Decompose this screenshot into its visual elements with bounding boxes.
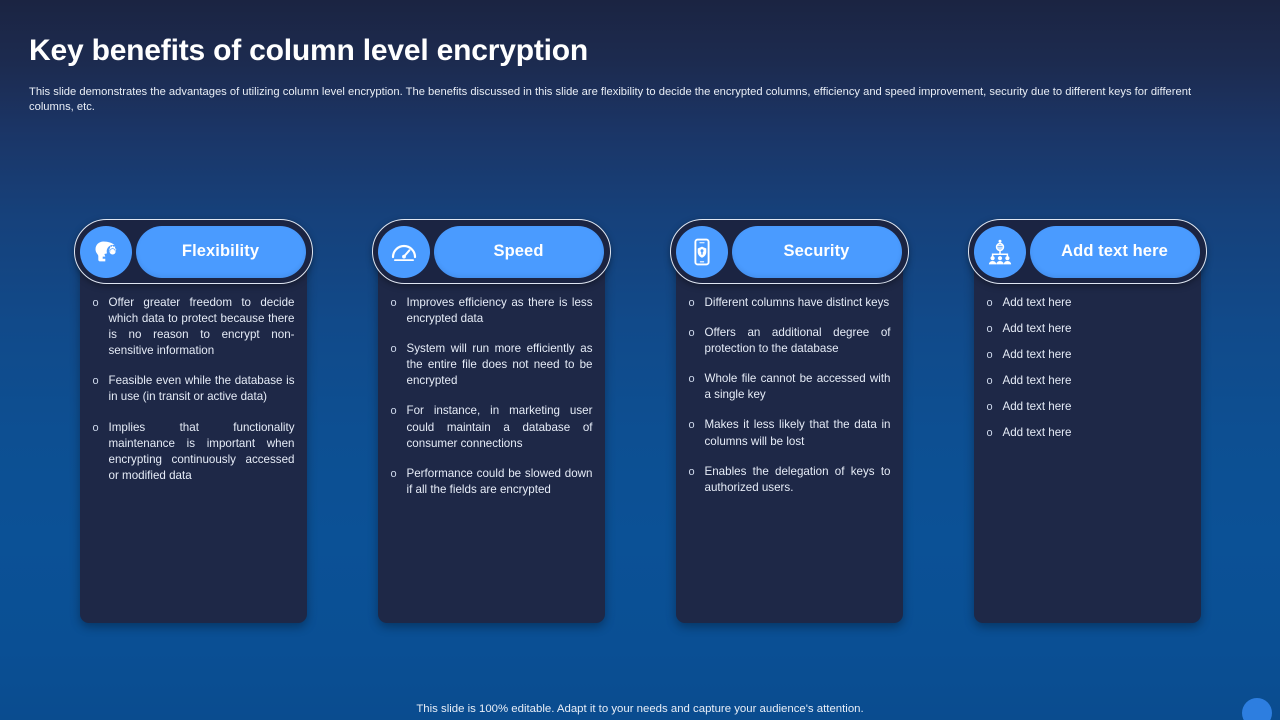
list-item-text: Add text here	[1002, 374, 1072, 388]
card-header-speed[interactable]: Speed	[371, 219, 611, 284]
list-item-text: For instance, in marketing user could ma…	[406, 404, 593, 450]
list-item-text: Add text here	[1002, 296, 1072, 309]
bullet-marker-icon: o	[986, 375, 993, 388]
page-subtitle: This slide demonstrates the advantages o…	[29, 86, 1192, 113]
benefit-card-security[interactable]: Security o Different columns have distinc…	[669, 219, 909, 623]
list-item-text: Offers an additional degree of protectio…	[704, 326, 891, 356]
bullet-marker-icon: o	[688, 327, 695, 340]
bullet-marker-icon: o	[92, 421, 99, 434]
card-body-flexibility: o Offer greater freedom to decide which d…	[79, 253, 307, 623]
list-item-text: Offer greater freedom to decide which da…	[108, 296, 295, 358]
list-item-text: Add text here	[1002, 400, 1072, 414]
bullet-marker-icon: o	[390, 467, 397, 480]
list-item: o Add text here	[984, 373, 1189, 389]
bullet-marker-icon: o	[92, 297, 99, 309]
bullet-marker-icon: o	[92, 375, 99, 388]
list-item: o Feasible even while the database is in …	[90, 373, 295, 405]
card-label-speed: Speed	[433, 225, 604, 278]
mobile-shield-icon	[675, 225, 728, 278]
list-item-text: Makes it less likely that the data in co…	[704, 418, 891, 448]
footer-note: This slide is 100% editable. Adapt it to…	[416, 703, 864, 715]
bullet-list-flexibility: o Offer greater freedom to decide which d…	[90, 295, 295, 484]
list-item: o Offer greater freedom to decide which d…	[90, 295, 295, 359]
list-item: o Performance could be slowed down if all…	[388, 466, 593, 498]
list-item: o Add text here	[984, 295, 1189, 311]
list-item: o Whole file cannot be accessed with a si…	[686, 371, 891, 403]
bullet-marker-icon: o	[688, 419, 695, 432]
speedometer-icon	[377, 225, 430, 278]
benefit-cards-row: Flexibility o Offer greater freedom to de…	[0, 219, 1280, 623]
list-item: o Add text here	[984, 399, 1189, 415]
bullet-marker-icon: o	[986, 297, 993, 309]
head-gear-icon	[79, 225, 132, 278]
bullet-marker-icon: o	[390, 405, 397, 418]
list-item: o System will run more efficiently as the…	[388, 341, 593, 389]
list-item-text: Enables the delegation of keys to author…	[704, 464, 891, 494]
list-item-text: Add text here	[1002, 348, 1072, 362]
bullet-marker-icon: o	[688, 373, 695, 386]
list-item: o Different columns have distinct keys	[686, 295, 891, 311]
list-item: o Add text here	[984, 425, 1189, 441]
list-item-text: Performance could be slowed down if all …	[406, 466, 593, 496]
card-header-flexibility[interactable]: Flexibility	[73, 219, 313, 284]
card-header-placeholder[interactable]: Add text here	[967, 219, 1207, 284]
team-hierarchy-icon	[973, 225, 1026, 278]
list-item: o For instance, in marketing user could m…	[388, 403, 593, 451]
card-label-security: Security	[731, 225, 902, 278]
list-item: o Add text here	[984, 347, 1189, 363]
bullet-list-speed: o Improves efficiency as there is less en…	[388, 295, 593, 498]
list-item-text: Improves efficiency as there is less enc…	[406, 296, 593, 326]
list-item-text: Different columns have distinct keys	[704, 296, 890, 309]
list-item-text: Whole file cannot be accessed with a sin…	[704, 372, 891, 402]
card-label-placeholder: Add text here	[1029, 225, 1200, 278]
bullet-marker-icon: o	[986, 401, 993, 414]
list-item-text: Add text here	[1002, 322, 1072, 336]
list-item-text: Feasible even while the database is in u…	[108, 374, 295, 404]
list-item: o Implies that functionality maintenance …	[90, 420, 295, 484]
list-item: o Offers an additional degree of protecti…	[686, 325, 891, 357]
list-item: o Add text here	[984, 321, 1189, 337]
list-item: o Enables the delegation of keys to autho…	[686, 464, 891, 496]
page-title: Key benefits of column level encryption	[29, 34, 588, 67]
list-item: o Makes it less likely that the data in c…	[686, 417, 891, 449]
card-header-security[interactable]: Security	[669, 219, 909, 284]
bullet-marker-icon: o	[688, 297, 695, 309]
benefit-card-flexibility[interactable]: Flexibility o Offer greater freedom to de…	[73, 219, 313, 623]
list-item-text: Implies that functionality maintenance i…	[108, 420, 295, 482]
benefit-card-speed[interactable]: Speed o Improves efficiency as there is l…	[371, 219, 611, 623]
bullet-marker-icon: o	[986, 427, 993, 440]
bullet-marker-icon: o	[986, 349, 993, 362]
corner-decoration-dot	[1242, 698, 1272, 720]
bullet-marker-icon: o	[390, 297, 397, 309]
bullet-marker-icon: o	[688, 465, 695, 478]
list-item: o Improves efficiency as there is less en…	[388, 295, 593, 327]
card-label-flexibility: Flexibility	[135, 225, 306, 278]
list-item-text: System will run more efficiently as the …	[406, 342, 593, 388]
list-item-text: Add text here	[1002, 426, 1072, 440]
bullet-marker-icon: o	[986, 323, 993, 336]
bullet-marker-icon: o	[390, 343, 397, 356]
card-body-speed: o Improves efficiency as there is less en…	[377, 253, 605, 623]
